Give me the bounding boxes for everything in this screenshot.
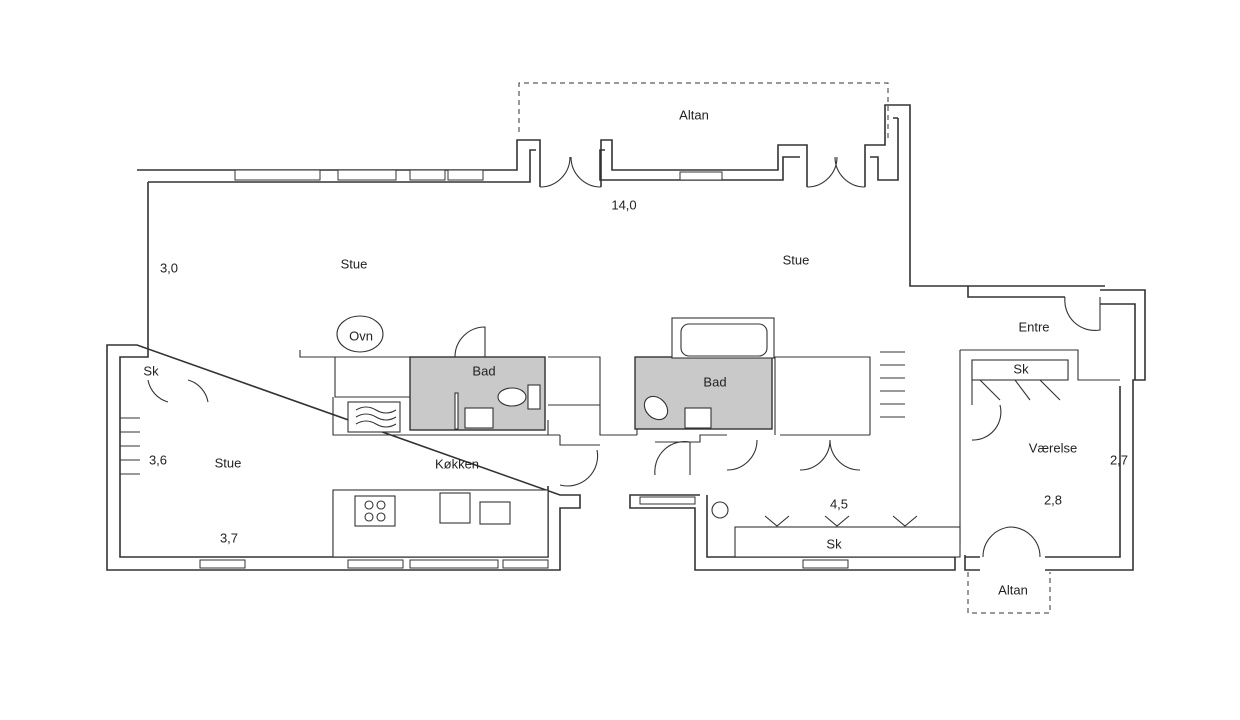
dim-2-7: 2,7 <box>1110 452 1128 467</box>
window-3 <box>409 169 446 181</box>
bathtub <box>671 317 775 359</box>
window-10 <box>802 559 849 569</box>
label-sk-corridor: Sk <box>826 536 842 551</box>
label-stue-left-bottom: Stue <box>215 455 242 470</box>
wardrobe-hangers <box>764 515 918 527</box>
kitchen-sink <box>479 501 511 525</box>
boiler <box>711 501 729 519</box>
label-stue-right: Stue <box>783 252 810 267</box>
toilet-1 <box>497 387 527 407</box>
sink-2 <box>684 407 712 429</box>
label-stue-left-top: Stue <box>341 256 368 271</box>
outer-wall-inner <box>119 117 1136 558</box>
label-altan-bottom: Altan <box>998 582 1028 597</box>
hob <box>354 495 396 527</box>
range-hood-waves <box>355 406 397 428</box>
hob-ring-1 <box>364 500 374 510</box>
dim-4-5: 4,5 <box>830 496 848 511</box>
dim-14-0: 14,0 <box>611 197 636 212</box>
window-11 <box>639 496 696 505</box>
hob-ring-2 <box>376 500 386 510</box>
window-6 <box>199 559 246 569</box>
bathtub-inner <box>680 323 768 357</box>
hob-ring-3 <box>364 512 374 522</box>
label-sk-left: Sk <box>143 363 159 378</box>
window-9 <box>502 559 549 569</box>
shower-tray <box>454 392 459 430</box>
outer-wall-outer <box>106 104 1146 571</box>
dim-2-8: 2,8 <box>1044 492 1062 507</box>
oven-outline <box>336 315 384 353</box>
stairs-lines <box>120 351 905 475</box>
label-kokken: Køkken <box>435 456 479 471</box>
wardrobe-entre <box>971 359 1069 381</box>
dishwasher <box>439 492 471 524</box>
hob-ring-4 <box>376 512 386 522</box>
dim-3-6: 3,6 <box>149 452 167 467</box>
label-entre: Entre <box>1018 319 1049 334</box>
label-vaerelse: Værelse <box>1029 440 1077 455</box>
label-ovn: Ovn <box>349 328 373 343</box>
wardrobe-corridor <box>734 526 961 558</box>
dim-3-7: 3,7 <box>220 530 238 545</box>
dim-3-0: 3,0 <box>160 260 178 275</box>
window-8 <box>409 559 499 569</box>
window-1 <box>234 169 321 181</box>
window-2 <box>337 169 397 181</box>
window-7 <box>347 559 404 569</box>
sink-1 <box>464 407 494 429</box>
balcony-outline-bottom <box>967 572 1051 614</box>
label-sk-entre: Sk <box>1013 361 1029 376</box>
label-bad-2: Bad <box>703 374 726 389</box>
toilet-2 <box>643 395 669 421</box>
toilet-tank-1 <box>527 384 541 410</box>
interior-walls <box>299 349 1120 557</box>
window-4 <box>447 169 484 181</box>
window-5 <box>679 171 723 181</box>
label-bad-1: Bad <box>472 363 495 378</box>
door-swings <box>147 156 1101 558</box>
label-altan-top: Altan <box>679 107 709 122</box>
range-hood-cabinet <box>347 401 401 433</box>
